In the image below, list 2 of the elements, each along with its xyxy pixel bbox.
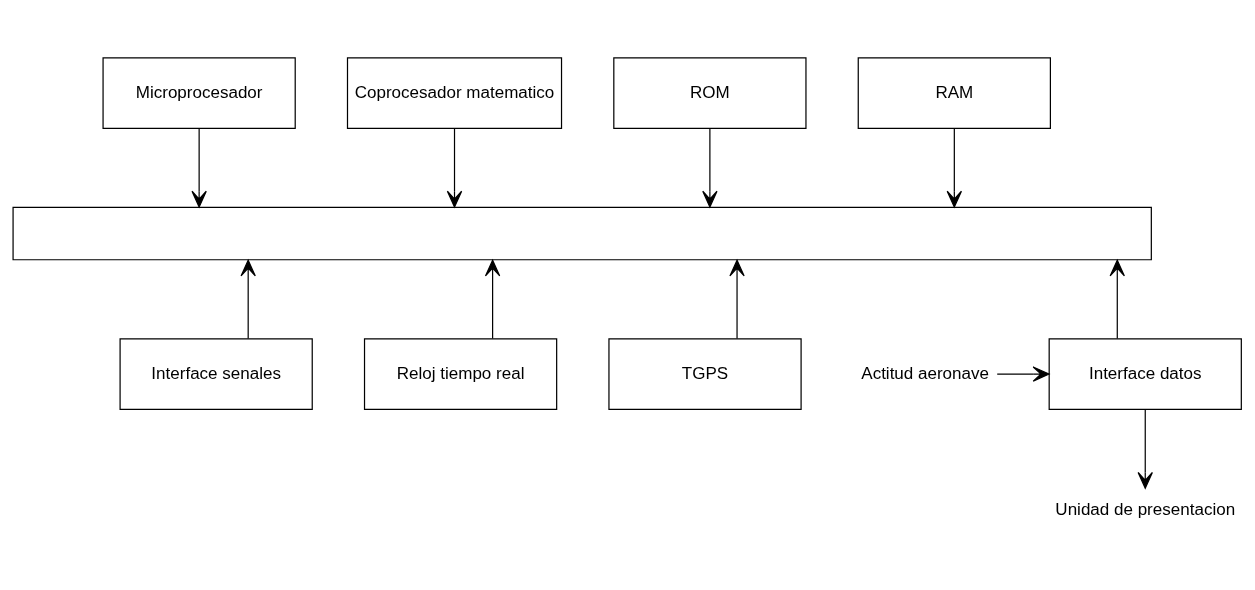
- node-text: Unidad de presentacion: [1055, 499, 1236, 519]
- node-text: Actitud aeronave: [861, 363, 989, 383]
